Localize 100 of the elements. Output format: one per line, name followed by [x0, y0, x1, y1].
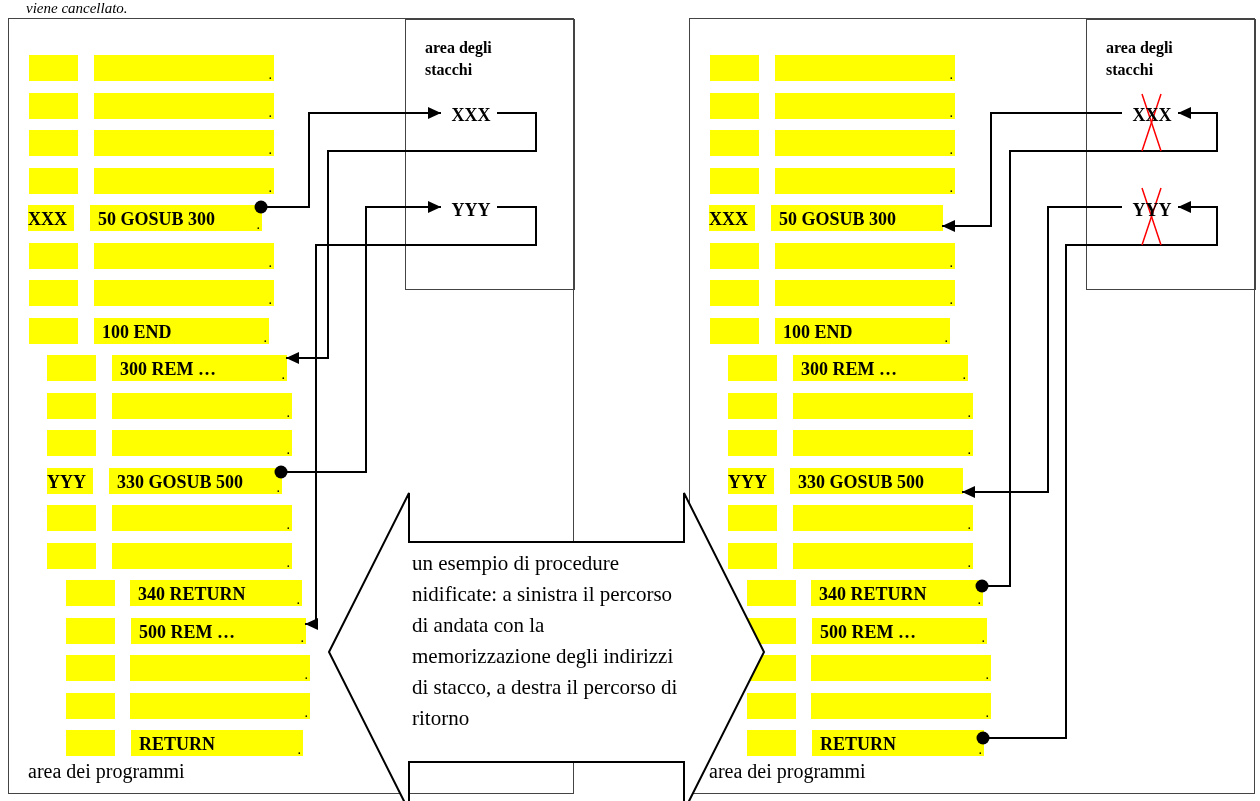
line-dot: .	[297, 742, 301, 758]
highlight-bar	[47, 392, 96, 419]
highlight-bar	[94, 55, 274, 81]
highlight-bar	[812, 730, 984, 756]
code-text: 300 REM …	[120, 358, 216, 381]
line-dot: .	[949, 104, 953, 121]
line-dot: .	[268, 254, 272, 271]
highlight-bar	[112, 542, 292, 569]
code-text: 300 REM …	[801, 358, 897, 381]
highlight-bar	[112, 430, 292, 456]
code-text: RETURN	[820, 733, 896, 756]
line-dot: .	[949, 254, 953, 271]
code-text: 340 RETURN	[138, 583, 246, 606]
highlight-bar	[47, 355, 96, 381]
line-dot: .	[949, 179, 953, 196]
line-dot: .	[268, 179, 272, 196]
line-dot: .	[268, 67, 272, 83]
highlight-bar	[47, 505, 96, 531]
connector-arrow	[254, 107, 442, 214]
line-dot: .	[985, 667, 989, 683]
highlight-bar	[131, 730, 303, 756]
connector-arrow	[941, 112, 1123, 232]
memory-panel	[689, 18, 1255, 794]
code-text: 330 GOSUB 500	[117, 470, 244, 494]
code-text: RETURN	[139, 733, 215, 756]
highlight-bar	[94, 317, 269, 344]
connector-arrow	[975, 107, 1218, 593]
highlight-bar	[793, 392, 973, 419]
highlight-bar	[811, 580, 983, 606]
line-dot: .	[304, 704, 308, 721]
highlight-bar	[775, 167, 955, 194]
highlight-bar	[47, 430, 96, 456]
highlight-bar	[728, 430, 777, 456]
line-dot: .	[263, 329, 267, 346]
highlight-bar	[130, 580, 302, 606]
line-dot: .	[967, 554, 971, 571]
highlight-bar	[710, 130, 759, 156]
highlight-bar	[710, 242, 759, 269]
code-text: 50 GOSUB 300	[779, 208, 897, 231]
connector-arrow	[304, 206, 537, 630]
line-dot: .	[949, 67, 953, 83]
highlight-bar	[130, 692, 310, 719]
highlight-bar	[710, 280, 759, 306]
highlight-bar	[747, 730, 796, 756]
highlight-bar	[811, 692, 991, 719]
line-dot: .	[281, 367, 285, 383]
highlight-bar	[728, 542, 777, 569]
highlight-bar	[94, 92, 274, 119]
area-caption: area dei programmi	[28, 759, 185, 783]
highlight-bar	[29, 167, 78, 194]
code-text: 500 REM …	[139, 620, 235, 644]
highlight-bar	[29, 130, 78, 156]
highlight-bar	[812, 617, 987, 644]
highlight-bar	[775, 280, 955, 306]
code-text: 50 GOSUB 300	[98, 208, 216, 231]
connector-arrow	[285, 112, 537, 364]
highlight-bar	[790, 467, 963, 494]
line-dot: .	[256, 217, 260, 233]
highlight-bar	[130, 655, 310, 681]
highlight-bar	[775, 55, 955, 81]
stack-entry: YYY	[443, 198, 499, 222]
stack-area-heading: area degli stacchi	[1106, 38, 1174, 80]
highlight-bar	[112, 392, 292, 419]
address-label: XXX	[28, 205, 74, 231]
highlight-bar	[66, 580, 115, 606]
address-label: XXX	[709, 205, 755, 231]
line-dot: .	[944, 329, 948, 346]
highlight-bar	[775, 242, 955, 269]
line-dot: .	[967, 517, 971, 533]
line-dot: .	[981, 629, 985, 646]
address-label: YYY	[728, 467, 774, 494]
line-dot: .	[949, 292, 953, 308]
highlight-bar	[728, 505, 777, 531]
stack-area-box	[405, 19, 575, 290]
line-dot: .	[304, 667, 308, 683]
highlight-bar	[131, 617, 306, 644]
highlight-bar	[94, 167, 274, 194]
highlight-bar	[710, 167, 759, 194]
highlight-bar	[29, 55, 78, 81]
line-dot: .	[978, 742, 982, 758]
highlight-bar	[66, 617, 115, 644]
highlight-bar	[109, 467, 282, 494]
highlight-bar	[29, 317, 78, 344]
address-label: YYY	[47, 467, 93, 494]
highlight-bar	[811, 655, 991, 681]
highlight-bar	[710, 55, 759, 81]
line-dot: .	[967, 404, 971, 421]
highlight-bar	[710, 92, 759, 119]
code-text: 100 END	[783, 320, 853, 344]
highlight-bar	[710, 317, 759, 344]
line-dot: .	[949, 142, 953, 158]
highlight-bar	[775, 317, 950, 344]
callout-text: un esempio di procedure nidificate: a sinistra il percorso di andata con la memorizzazione degli indirizzi di stacco, a destra il percorso di ritorno	[412, 550, 679, 732]
line-dot: .	[296, 592, 300, 608]
line-dot: .	[268, 142, 272, 158]
connector-arrow	[976, 201, 1218, 745]
highlight-bar	[66, 655, 115, 681]
highlight-bar	[112, 355, 287, 381]
note-text: viene cancellato.	[26, 0, 128, 16]
highlight-bar	[112, 505, 292, 531]
